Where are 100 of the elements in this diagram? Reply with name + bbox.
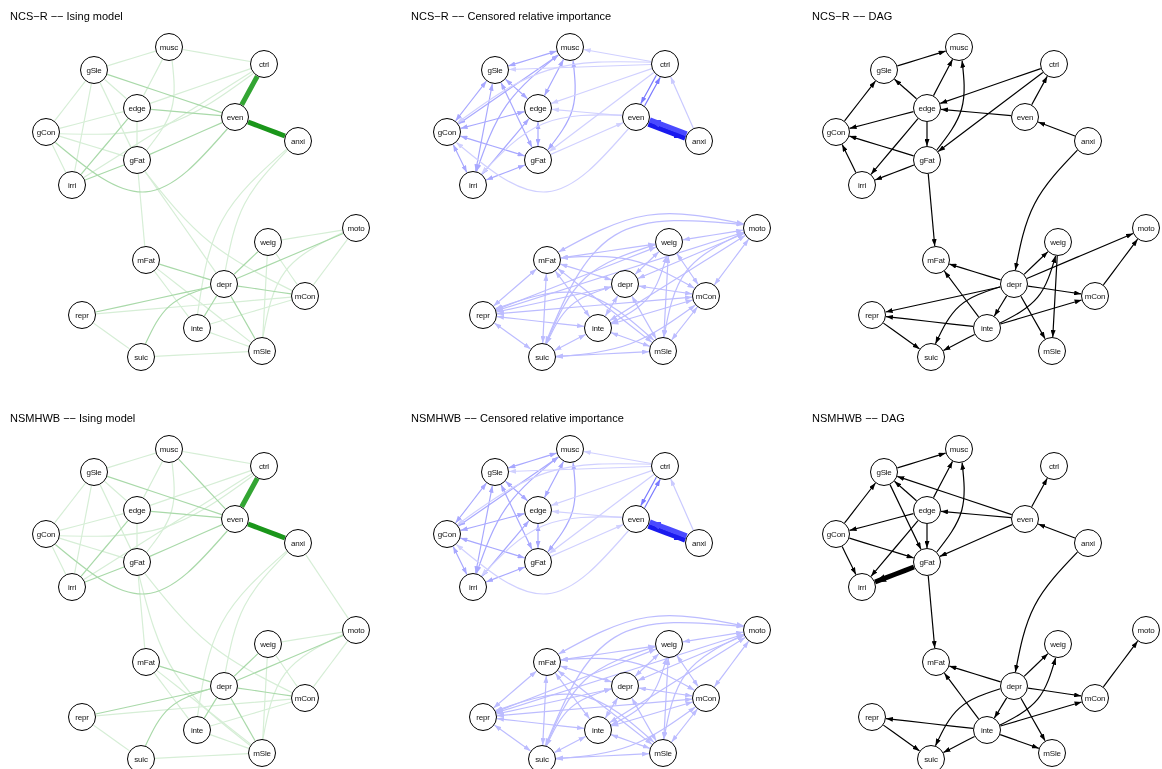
connection-line [150, 108, 222, 117]
arrow [924, 121, 930, 147]
arrow [500, 484, 533, 550]
arrow [508, 63, 652, 72]
connection-line [137, 575, 146, 649]
variable-node: gSle [870, 56, 898, 84]
arrow [557, 615, 745, 655]
variable-node: mSle [649, 337, 677, 365]
connection-line [106, 50, 157, 67]
arrow [456, 463, 652, 526]
variable-node: gSle [80, 458, 108, 486]
connection-line [149, 122, 223, 155]
arrow [942, 333, 976, 352]
panel-title: NSMHWB −− DAG [812, 412, 905, 424]
arrow [662, 231, 745, 338]
variable-node: mFat [922, 648, 950, 676]
connection-line [224, 149, 289, 271]
connection-line [149, 524, 223, 557]
arrow [604, 697, 619, 719]
arrow [475, 54, 559, 173]
connection-line [239, 75, 260, 106]
arrow [557, 213, 745, 253]
connection-line [154, 753, 249, 759]
variable-node: moto [342, 616, 370, 644]
variable-node: gSle [80, 56, 108, 84]
arrow [496, 716, 585, 731]
arrow [543, 58, 565, 97]
connection-line [80, 520, 129, 577]
arrow [550, 68, 653, 104]
connection-line [203, 295, 218, 317]
variable-node: inte [973, 314, 1001, 342]
arrow [494, 693, 655, 743]
arrow [1020, 697, 1046, 742]
arrow [638, 686, 693, 698]
arrow [999, 299, 1083, 325]
variable-node: even [1011, 103, 1039, 131]
arrow [934, 286, 1001, 345]
arrow [480, 114, 623, 175]
arrow [1014, 149, 1079, 271]
connection-line [182, 450, 251, 465]
arrow [874, 564, 915, 585]
arrow [1037, 121, 1076, 137]
arrow [452, 545, 468, 576]
arrow [554, 672, 591, 720]
variable-node: inte [584, 716, 612, 744]
arrow [671, 306, 698, 341]
arrow [557, 268, 653, 343]
variable-node: ctrl [250, 50, 278, 78]
arrow [999, 657, 1057, 726]
arrow [927, 575, 937, 649]
arrow [644, 478, 661, 509]
arrow [610, 657, 668, 726]
arrow [1027, 687, 1082, 698]
arrow [493, 724, 532, 752]
arrow [543, 460, 565, 499]
arrow [475, 456, 559, 575]
arrow [713, 640, 750, 688]
variable-node: edge [123, 94, 151, 122]
connection-line [146, 60, 175, 151]
arrow [493, 268, 537, 307]
arrow [1031, 75, 1048, 106]
arrow [640, 476, 657, 507]
connection-line [233, 251, 259, 275]
variable-node: depr [210, 270, 238, 298]
arrow [848, 537, 915, 559]
variable-node: even [221, 103, 249, 131]
arrow [644, 76, 661, 107]
arrow [993, 295, 1008, 317]
arrow [548, 473, 655, 555]
connection-line [312, 238, 349, 286]
variable-node: musc [945, 33, 973, 61]
arrow [544, 220, 744, 345]
arrow [670, 478, 694, 531]
variable-node: mSle [248, 739, 276, 767]
arrow [943, 672, 980, 720]
arrow [610, 255, 668, 324]
variable-node: moto [743, 214, 771, 242]
connection-line [275, 654, 298, 688]
arrow [1014, 551, 1079, 673]
connection-line [74, 485, 92, 574]
variable-node: even [622, 103, 650, 131]
variable-node: mSle [649, 739, 677, 767]
variable-node: gFat [123, 548, 151, 576]
variable-node: moto [1132, 616, 1160, 644]
arrow [610, 299, 694, 325]
connection-line [103, 78, 128, 100]
arrow [496, 314, 585, 329]
variable-node: depr [611, 672, 639, 700]
connection-line [237, 687, 292, 697]
arrow [507, 50, 558, 67]
variable-node: mCon [291, 684, 319, 712]
variable-node: gFat [913, 146, 941, 174]
connection-line [51, 545, 67, 576]
arrow [640, 74, 657, 105]
arrow [609, 636, 746, 724]
arrow [559, 665, 613, 683]
arrow [682, 228, 744, 242]
connection-line [224, 551, 289, 673]
variable-node: mCon [1081, 684, 1109, 712]
connection-line [153, 270, 190, 318]
